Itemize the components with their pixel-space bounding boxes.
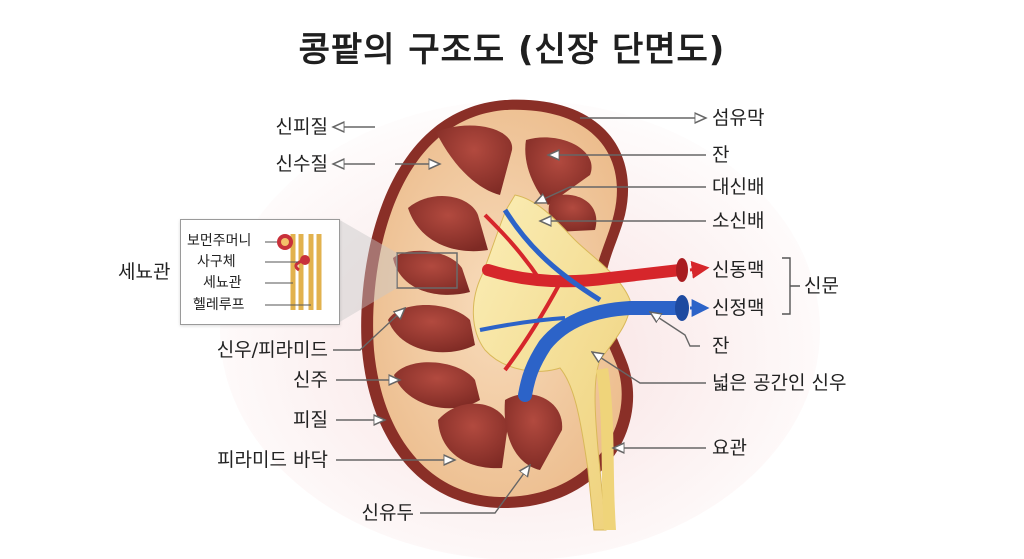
highlight-box: [396, 252, 458, 289]
label-pyramid-base: 피라미드 바닥: [217, 449, 328, 471]
label-medulla: 신수질: [275, 153, 328, 175]
pyramid: [438, 403, 508, 469]
inset-label-henle: 헬레루프: [193, 297, 245, 313]
label-renal-artery: 신동맥: [712, 259, 765, 281]
pyramid: [525, 137, 592, 205]
renal-pyramids: [388, 125, 597, 470]
ureter: [596, 368, 616, 530]
nephron-drawing: [265, 234, 322, 310]
pyramid: [388, 305, 475, 353]
label-cortex: 신피질: [275, 116, 328, 138]
pyramid: [504, 394, 563, 470]
zoom-wedge: [338, 219, 397, 323]
label-pyramid: 신우/피라미드: [216, 339, 328, 361]
label-hilum: 신문: [804, 275, 839, 297]
label-capsule-skin: 피질: [293, 409, 328, 431]
label-ureter: 요관: [712, 437, 747, 459]
label-minor-calyx: 소신배: [712, 210, 765, 232]
label-renal-pelvis: 넓은 공간인 신우: [712, 372, 847, 394]
page-title: 콩팥의 구조도 (신장 단면도): [298, 30, 726, 70]
pyramid: [436, 125, 513, 195]
label-calyx-bottom: 잔: [712, 335, 730, 357]
inset-label-glomerulus: 사구체: [197, 254, 236, 270]
label-fibrous-capsule: 섬유막: [712, 107, 765, 129]
label-calyx-top: 잔: [712, 144, 730, 166]
renal-vein: [479, 208, 710, 402]
inset-label-tubule: 세뇨관: [203, 275, 242, 291]
label-major-calyx: 대신배: [712, 176, 765, 198]
label-arrows: [333, 118, 706, 514]
pyramid: [394, 362, 480, 409]
label-nephron: 세뇨관: [118, 261, 171, 283]
renal-artery: [482, 213, 710, 372]
pyramid: [393, 250, 470, 295]
label-papilla: 신유두: [361, 502, 414, 524]
pyramid: [548, 194, 597, 232]
label-column: 신주: [293, 369, 328, 391]
inset-label-bowman: 보먼주머니: [187, 233, 252, 249]
pyramid: [408, 196, 488, 252]
nephron-inset: 보먼주머니 사구체 세뇨관 헬레루프: [180, 219, 340, 325]
label-renal-vein: 신정맥: [712, 297, 765, 319]
hilum-bracket: [782, 257, 800, 315]
